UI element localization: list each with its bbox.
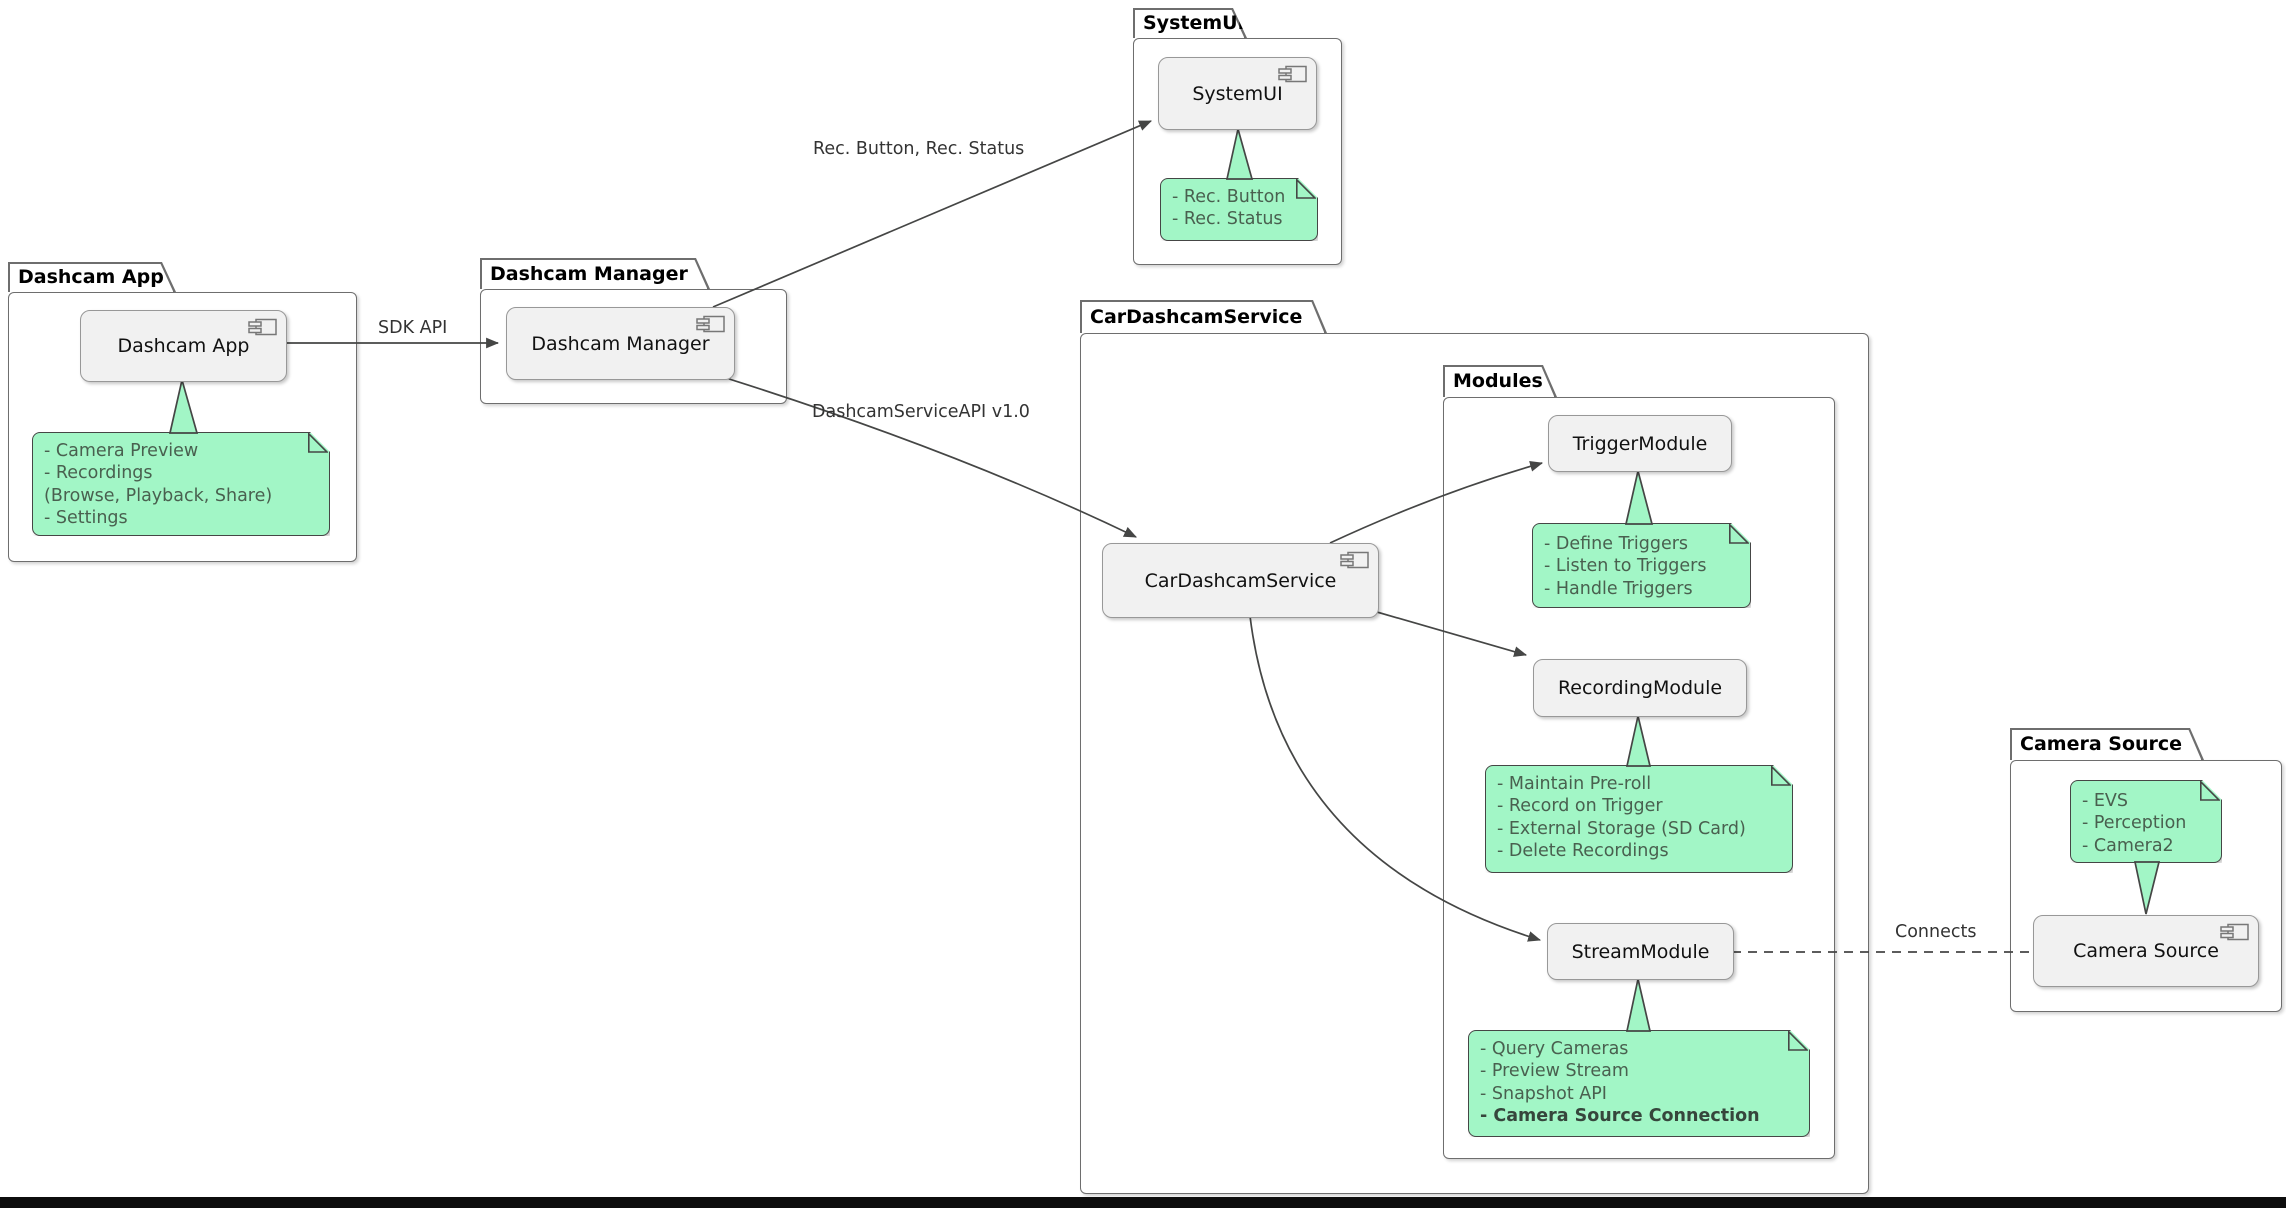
component-icon <box>696 315 725 333</box>
note-fold-icon <box>1296 179 1316 199</box>
edge-label-connects: Connects <box>1895 922 1977 942</box>
package-cardashcamservice-body <box>1080 333 1869 1194</box>
package-systemui-tab: SystemUI <box>1133 8 1247 38</box>
package-dashcam-app-body <box>8 292 357 562</box>
package-title: SystemUI <box>1143 12 1245 34</box>
component-camera-source: Camera Source <box>2033 915 2259 987</box>
package-dashcam-manager-body <box>480 289 787 404</box>
package-dashcam-manager-tab: Dashcam Manager <box>480 258 710 289</box>
component-icon <box>1340 551 1369 569</box>
note-line: (Browse, Playback, Share) <box>44 485 273 506</box>
component-icon <box>1278 65 1307 83</box>
note-line: - Listen to Triggers <box>1544 556 1707 577</box>
component-dashcam-app: Dashcam App <box>80 310 287 382</box>
package-title: CarDashcamService <box>1090 305 1303 328</box>
component-systemui: SystemUI <box>1158 57 1317 130</box>
component-icon <box>2220 923 2249 941</box>
note-line: - EVS <box>2082 791 2129 811</box>
package-tab-shape <box>482 260 708 289</box>
component-trigger-module: TriggerModule <box>1548 415 1732 472</box>
package-title: Camera Source <box>2020 733 2183 755</box>
component-stream-module: StreamModule <box>1547 923 1734 980</box>
note-line: - External Storage (SD Card) <box>1497 818 1746 839</box>
note-line: - Rec. Status <box>1172 209 1283 230</box>
package-tab-shape <box>1135 10 1245 38</box>
component-label: RecordingModule <box>1557 677 1723 699</box>
component-label: TriggerModule <box>1572 432 1708 455</box>
note-line: - Define Triggers <box>1544 534 1689 554</box>
package-tab-shape <box>10 264 174 292</box>
note-line: - Preview Stream <box>1480 1061 1629 1082</box>
note-line: - Rec. Button <box>1172 187 1286 207</box>
note-fold-icon <box>1771 766 1791 786</box>
edge-label-rec-signals: Rec. Button, Rec. Status <box>813 139 1025 159</box>
component-label: SystemUI <box>1192 82 1283 105</box>
package-camera-source-tab: Camera Source <box>2010 728 2204 760</box>
note-dashcam-app: - Camera Preview - Recordings (Browse, P… <box>32 432 330 536</box>
package-dashcam-app-tab: Dashcam App <box>8 262 176 292</box>
edge-label-sdk-api: SDK API <box>378 318 448 338</box>
package-tab-shape <box>2012 730 2202 760</box>
edge-label-service-api: DashcamServiceAPI v1.0 <box>812 402 1030 422</box>
note-line-bold: - Camera Source Connection <box>1480 1106 1760 1127</box>
note-systemui: - Rec. Button - Rec. Status <box>1160 178 1318 241</box>
note-line: - Perception <box>2082 813 2187 834</box>
package-modules-tab: Modules <box>1443 365 1557 397</box>
note-trigger-module: - Define Triggers - Listen to Triggers -… <box>1532 523 1751 608</box>
component-label: Dashcam Manager <box>531 332 710 355</box>
package-camera-source-body <box>2010 760 2282 1012</box>
note-line: - Query Cameras <box>1480 1039 1629 1059</box>
note-fold-icon <box>308 433 328 453</box>
note-stream-module: - Query Cameras - Preview Stream - Snaps… <box>1468 1030 1810 1137</box>
note-fold-icon <box>2200 781 2220 801</box>
note-line: - Recordings <box>44 463 153 484</box>
component-label: CarDashcamService <box>1144 569 1337 592</box>
component-label: Camera Source <box>2073 940 2219 962</box>
component-label: StreamModule <box>1571 940 1710 963</box>
package-title: Modules <box>1453 370 1543 392</box>
component-label: Dashcam App <box>117 335 250 357</box>
note-line: - Handle Triggers <box>1544 578 1693 599</box>
note-fold-icon <box>1788 1031 1808 1051</box>
package-tab-shape <box>1445 367 1555 397</box>
note-line: - Snapshot API <box>1480 1083 1607 1104</box>
component-icon <box>248 318 277 336</box>
note-line: - Camera2 <box>2082 835 2174 856</box>
note-fold-icon <box>1729 524 1749 544</box>
component-cardashcamservice: CarDashcamService <box>1102 543 1379 618</box>
bottom-bar <box>0 1197 2286 1208</box>
package-title: Dashcam App <box>18 266 164 288</box>
note-line: - Camera Preview <box>44 441 199 461</box>
component-dashcam-manager: Dashcam Manager <box>506 307 735 380</box>
package-title: Dashcam Manager <box>490 262 688 285</box>
component-recording-module: RecordingModule <box>1533 659 1747 717</box>
note-line: - Settings <box>44 508 128 529</box>
